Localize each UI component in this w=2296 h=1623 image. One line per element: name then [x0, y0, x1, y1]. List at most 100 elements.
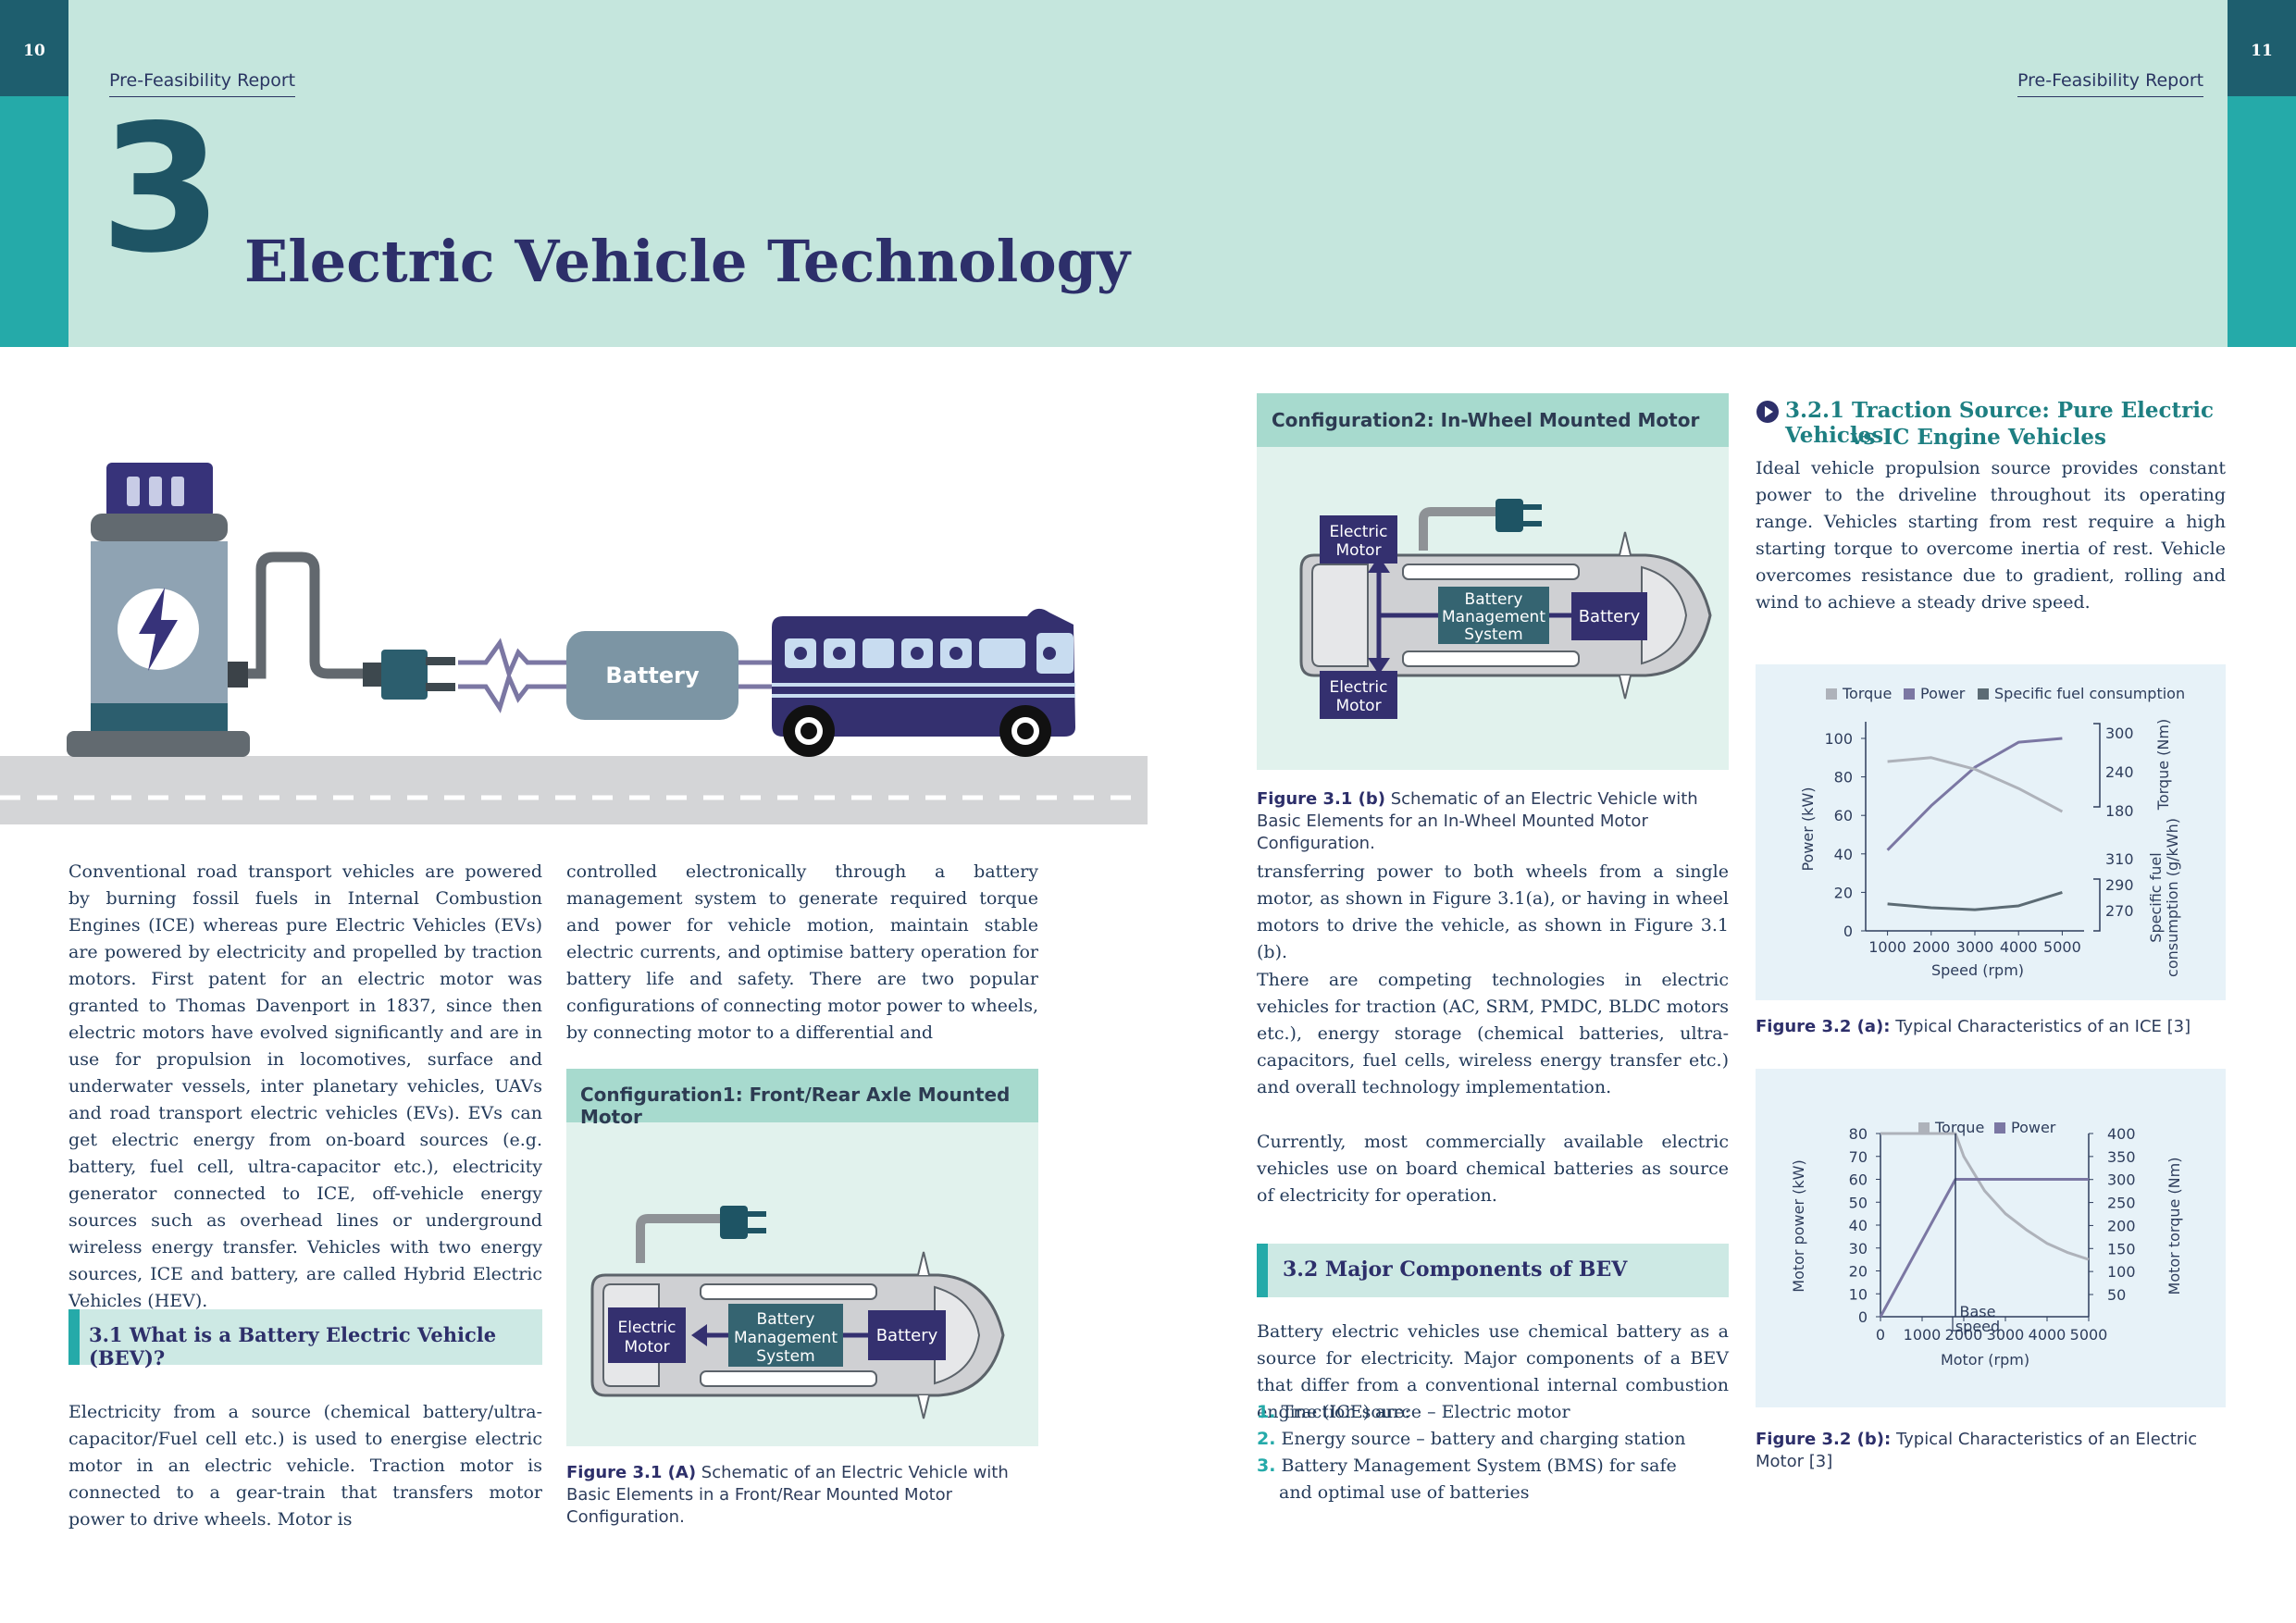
bms-block — [1438, 587, 1549, 644]
section-3-2-1-heading-line1: 3.2.1 Traction Source: Pure Electric Veh… — [1785, 398, 2215, 448]
legend-label-torque: Torque — [1842, 685, 1892, 702]
page-number-right: 11 — [2228, 0, 2296, 96]
electric-motor-top-label-2: Motor — [1335, 541, 1381, 560]
ice-characteristics-chart-panel: Torque Power Specific fuel consumption 1… — [1756, 664, 2226, 1000]
right-page-strip: 11 — [2228, 0, 2296, 347]
y3-axis-label-line1: Specific fuel — [2147, 852, 2165, 942]
figure-3-1-b-caption: Figure 3.1 (b) Schematic of an Electric … — [1257, 788, 1729, 855]
y-tick-label: 60 — [1834, 807, 1853, 824]
legend-swatch-torque — [1826, 688, 1837, 700]
electric-motor-label-2: Motor — [624, 1338, 669, 1357]
y-tick-label: 60 — [1849, 1171, 1868, 1189]
plug-icon — [720, 1206, 748, 1239]
y-tick-label: 0 — [1858, 1308, 1868, 1326]
section-3-1-heading: 3.1 What is a Battery Electric Vehicle (… — [89, 1323, 497, 1369]
figure-3-2-a-text: Typical Characteristics of an ICE [3] — [1890, 1017, 2191, 1036]
list-item: 3. Battery Management System (BMS) for s… — [1257, 1456, 1677, 1476]
base-speed-annotation-line2: speed — [1955, 1318, 2000, 1335]
y-tick-label: 50 — [1849, 1194, 1868, 1211]
electric-bus-icon — [772, 608, 1075, 757]
legend-swatch-power — [1994, 1122, 2005, 1134]
configuration-2-diagram: Electric Motor Electric Motor Battery Ma… — [1299, 499, 1712, 719]
electric-motor-bottom-label-2: Motor — [1335, 697, 1381, 715]
legend-label-sfc: Specific fuel consumption — [1994, 685, 2185, 702]
transfer-power-paragraph: transferring power to both wheels from a… — [1257, 861, 1729, 962]
electric-motor-top-block — [1320, 515, 1397, 564]
legend-label-power: Power — [2011, 1119, 2056, 1136]
x-tick-label: 4000 — [2000, 938, 2038, 956]
ice-characteristics-chart: Torque Power Specific fuel consumption 1… — [1799, 685, 2185, 979]
section-3-1-heading-box: 3.1 What is a Battery Electric Vehicle (… — [68, 1309, 542, 1369]
list-item: 2. Energy source – battery and charging … — [1257, 1429, 1686, 1449]
series-line-power — [1886, 737, 2063, 851]
y-axis-label: Power (kW) — [1799, 787, 1817, 871]
series-line-specific-fuel-consumption — [1887, 890, 2063, 911]
figure-3-2-a-caption: Figure 3.2 (a): Typical Characteristics … — [1756, 1016, 2226, 1038]
y2-tick-label: 240 — [2105, 763, 2134, 781]
y2-tick-label: 200 — [2107, 1217, 2136, 1234]
x-tick-label: 4000 — [2029, 1326, 2066, 1344]
page-number-left: 10 — [0, 0, 68, 96]
configuration-2-header: Configuration2: In-Wheel Mounted Motor — [1257, 393, 1729, 447]
intro-paragraph: Conventional road transport vehicles are… — [68, 861, 542, 1311]
y-tick-label: 40 — [1834, 846, 1853, 863]
plug-icon — [1496, 499, 1523, 532]
configuration-2-panel: Configuration2: In-Wheel Mounted Motor E… — [1257, 393, 1729, 770]
plug-icon — [363, 650, 455, 700]
figure-3-2-b-text: Typical Characteristics of an Electric M… — [1756, 1430, 2198, 1471]
batteries-paragraph: Currently, most commercially available e… — [1257, 1132, 1729, 1206]
x-tick-label: 2000 — [1912, 938, 1950, 956]
series-line-torque — [1880, 1132, 2090, 1261]
y3-axis-label-line2: consumption (g/kWh) — [2164, 818, 2181, 977]
electric-motor-top-label-1: Electric — [1330, 523, 1388, 541]
running-head-left: Pre-Feasibility Report — [109, 70, 296, 97]
figure-3-1-a-label: Figure 3.1 (A) — [566, 1463, 697, 1482]
torque-axis-bracket — [2093, 723, 2101, 808]
figure-3-1-b-label: Figure 3.1 (b) — [1257, 789, 1386, 809]
bms-label-3: System — [1464, 626, 1522, 644]
ev-charging-illustration: Battery — [0, 463, 1148, 824]
x-tick-label: 0 — [1876, 1326, 1885, 1344]
bms-block — [728, 1304, 843, 1367]
y-tick-label: 40 — [1849, 1217, 1868, 1234]
y2-tick-label: 100 — [2107, 1263, 2136, 1281]
base-speed-annotation-line1: Base — [1960, 1303, 1996, 1320]
play-circle-icon — [1756, 401, 1779, 423]
x-tick-label: 5000 — [2043, 938, 2081, 956]
y2-tick-label: 350 — [2107, 1148, 2136, 1166]
y-tick-label: 20 — [1834, 884, 1853, 901]
y3-tick-label: 290 — [2105, 876, 2134, 894]
x-tick-label: 3000 — [1956, 938, 1994, 956]
battery-block — [566, 631, 738, 720]
list-item-continuation: and optimal use of batteries — [1279, 1482, 1530, 1503]
battery-block — [868, 1310, 946, 1360]
bev-definition-paragraph: Electricity from a source (chemical batt… — [68, 1402, 542, 1530]
y2-tick-label: 300 — [2107, 1171, 2136, 1189]
electric-motor-bottom-block — [1320, 671, 1397, 719]
chapter-number: 3 — [100, 87, 223, 291]
charging-station-icon — [67, 463, 250, 757]
y2-tick-label: 400 — [2107, 1125, 2136, 1143]
bms-label-2: Management — [1442, 608, 1545, 626]
chart-legend: Torque Power — [1918, 1119, 2056, 1136]
bev-components-paragraph: Battery electric vehicles use chemical b… — [1257, 1321, 1729, 1422]
y3-tick-label: 270 — [2105, 902, 2134, 920]
bms-label-2: Management — [734, 1329, 838, 1347]
configurations-paragraph: controlled electronically through a batt… — [566, 861, 1038, 1043]
x-tick-label: 3000 — [1987, 1326, 2025, 1344]
configuration-2-title: Configuration2: In-Wheel Mounted Motor — [1272, 409, 1700, 431]
y-tick-label: 10 — [1849, 1285, 1868, 1303]
section-3-2-heading: 3.2 Major Components of BEV — [1283, 1258, 1628, 1282]
propulsion-paragraph: Ideal vehicle propulsion source provides… — [1756, 458, 2226, 613]
bms-label-1: Battery — [757, 1310, 815, 1329]
y-tick-label: 80 — [1834, 769, 1853, 787]
figure-3-1-b-text: Schematic of an Electric Vehicle with Ba… — [1257, 789, 1698, 853]
battery-label: Battery — [876, 1326, 938, 1345]
charging-cable — [248, 551, 368, 679]
chapter-header-band — [0, 0, 2296, 347]
bms-label-1: Battery — [1465, 590, 1523, 609]
x-tick-label: 5000 — [2070, 1326, 2108, 1344]
configuration-1-diagram: Electric Motor Battery Management System… — [590, 1206, 1005, 1419]
series-line-torque — [1887, 756, 2064, 813]
